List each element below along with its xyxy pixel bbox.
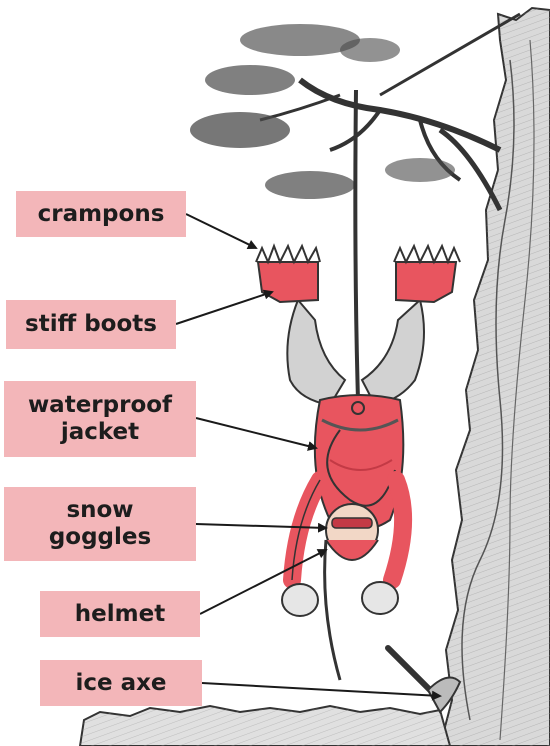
label-crampons-text: crampons	[38, 201, 165, 228]
label-snow-goggles-line1: snow	[66, 497, 133, 524]
label-helmet-text: helmet	[75, 601, 165, 628]
arrow-stiff-boots	[176, 292, 272, 324]
label-ice-axe: ice axe	[40, 660, 202, 706]
label-ice-axe-text: ice axe	[75, 670, 166, 697]
label-waterproof-jacket-line2: jacket	[61, 419, 139, 446]
label-snow-goggles: snow goggles	[4, 487, 196, 561]
label-stiff-boots-text: stiff boots	[25, 311, 157, 338]
label-waterproof-jacket-line1: waterproof	[28, 392, 172, 419]
arrow-crampons	[186, 214, 256, 248]
climber	[256, 246, 460, 616]
cliff-face	[440, 8, 550, 746]
label-waterproof-jacket: waterproof jacket	[4, 381, 196, 457]
label-stiff-boots: stiff boots	[6, 300, 176, 349]
arrow-ice-axe	[202, 683, 440, 696]
label-crampons: crampons	[16, 191, 186, 237]
rock-ground	[80, 706, 450, 746]
label-helmet: helmet	[40, 591, 200, 637]
arrow-waterproof-jacket	[196, 418, 316, 448]
label-snow-goggles-line2: goggles	[49, 524, 151, 551]
